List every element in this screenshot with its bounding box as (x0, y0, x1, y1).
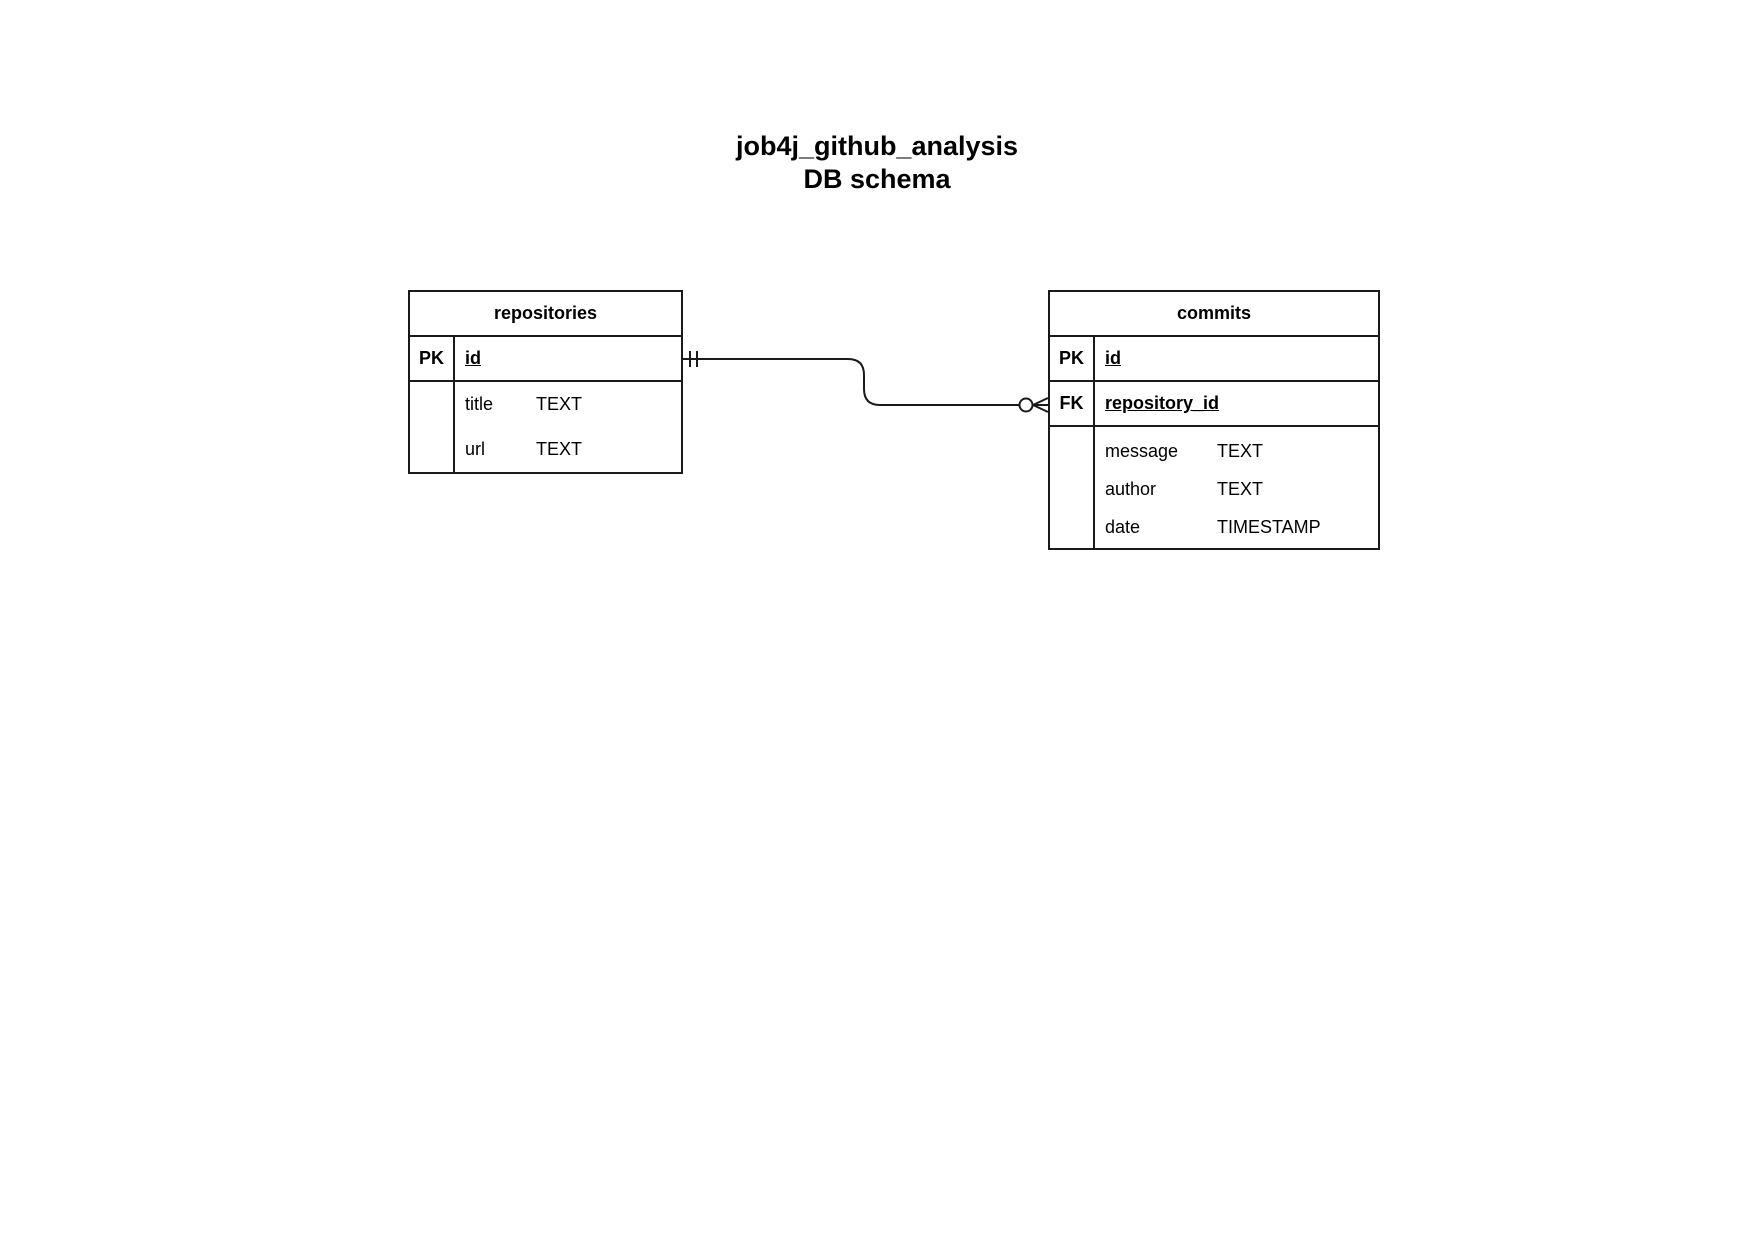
entity-repositories[interactable]: repositories PK id title TEXT url TEXT (408, 290, 683, 474)
attr-type: TEXT (1217, 440, 1264, 461)
diagram-title-line-1: job4j_github_analysis (735, 131, 1019, 161)
cardinality-one-marker (689, 351, 698, 367)
commits-repository-id-field: repository_id (1105, 393, 1220, 413)
attr-name: date (1105, 516, 1141, 537)
entity-commits-header: commits (1050, 292, 1378, 337)
attr-name: title (465, 394, 494, 414)
repositories-attr-url[interactable]: url TEXT (455, 427, 681, 472)
commits-fk-row[interactable]: FK repository_id (1050, 382, 1378, 427)
entity-commits[interactable]: commits PK id FK repository_id message T… (1048, 290, 1380, 550)
repositories-attr-title[interactable]: title TEXT (455, 382, 681, 427)
commits-attr-author[interactable]: author TEXT (1095, 470, 1378, 508)
attr-type: TEXT (536, 439, 583, 459)
entity-repositories-header: repositories (410, 292, 681, 337)
repositories-id-field: id (465, 348, 481, 368)
attr-gutter (410, 382, 455, 473)
diagram-title-line-2: DB schema (803, 164, 951, 194)
fk-marker: FK (1050, 382, 1095, 425)
repositories-pk-row[interactable]: PK id (410, 337, 681, 382)
attr-type: TEXT (1217, 478, 1264, 499)
pk-marker: PK (410, 337, 455, 380)
commits-attr-message[interactable]: message TEXT (1095, 432, 1378, 470)
attr-type: TEXT (536, 394, 583, 414)
commits-attr-date[interactable]: date TIMESTAMP (1095, 508, 1378, 546)
repositories-attributes: title TEXT url TEXT (410, 382, 681, 473)
attr-name: message (1105, 440, 1179, 461)
diagram-title: job4j_github_analysis DB schema (527, 130, 1227, 196)
commits-id-field: id (1105, 348, 1121, 368)
attr-gutter (1050, 427, 1095, 549)
cardinality-zero-or-many-marker (1018, 397, 1049, 413)
attr-name: url (465, 439, 486, 459)
pk-marker: PK (1050, 337, 1095, 380)
attr-name: author (1105, 478, 1157, 499)
relationship-line[interactable] (682, 358, 1019, 406)
attr-type: TIMESTAMP (1217, 516, 1321, 537)
commits-attributes: message TEXT author TEXT date TIMESTAMP (1050, 427, 1378, 549)
commits-pk-row[interactable]: PK id (1050, 337, 1378, 382)
